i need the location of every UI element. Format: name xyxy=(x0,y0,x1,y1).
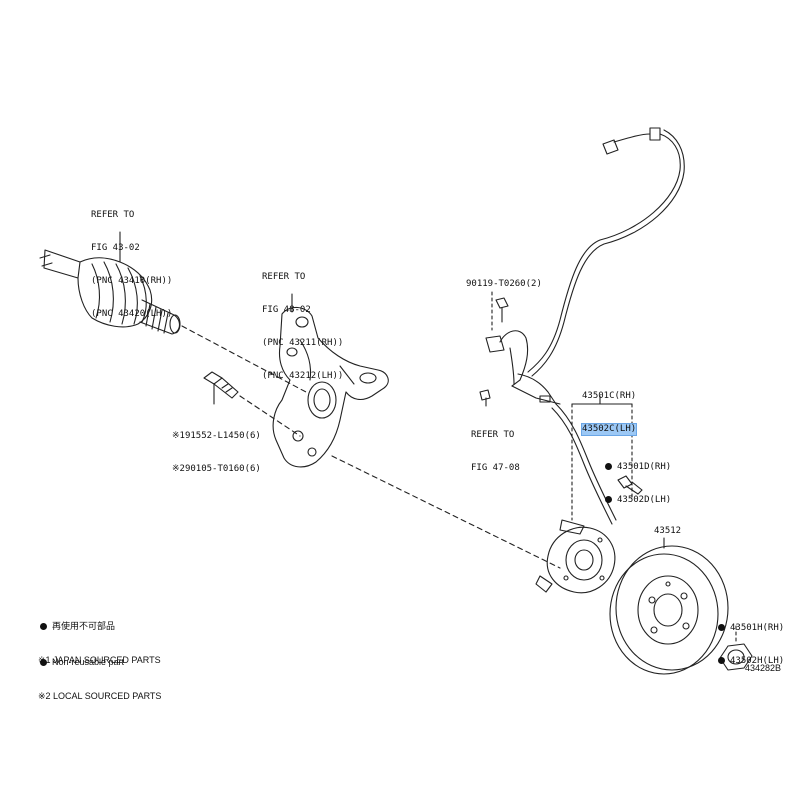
hub-bolt-lh: 43502D(LH) xyxy=(617,495,672,505)
drive-shaft xyxy=(39,249,181,335)
legend: 再使用不可部品 Non-reusable part xyxy=(40,596,124,680)
hub-assy-rh: 43501C(RH) xyxy=(582,391,637,401)
figure-id: 434282B xyxy=(745,663,782,673)
sensor-ref-line1: REFER TO xyxy=(471,430,515,440)
drive-shaft-ref-line3: (PNC 43410(RH)) xyxy=(91,276,173,286)
assembly-lines xyxy=(181,325,561,569)
sensor-ref-label: REFER TO FIG 47-08 xyxy=(471,408,520,485)
hub-nut-label: 43501H(RH) 43502H(LH) xyxy=(718,601,784,678)
bolt-part-2: ※290105-T0160(6) xyxy=(172,464,261,474)
sensor-ref-line2: FIG 47-08 xyxy=(471,463,520,473)
drive-shaft-ref-line4: (PNC 43420(LH)) xyxy=(91,309,173,319)
clip-part-label: 90119-T0260(2) xyxy=(466,279,542,289)
legend-item-ja: 再使用不可部品 xyxy=(52,621,116,631)
knuckle-bolt xyxy=(203,371,239,399)
drive-shaft-ref-label: REFER TO FIG 43-02 (PNC 43410(RH)) (PNC … xyxy=(91,188,172,331)
knuckle-ref-line2: FIG 48-02 xyxy=(262,305,311,315)
note-japan: ※1 JAPAN SOURCED PARTS xyxy=(38,655,161,665)
non-reusable-dot xyxy=(718,657,725,664)
hub-bearing xyxy=(535,519,616,594)
legend-dot xyxy=(40,623,47,630)
legend-dot xyxy=(40,659,47,666)
knuckle-ref-line1: REFER TO xyxy=(262,272,306,282)
hub-bolt-rh: 43501D(RH) xyxy=(617,462,672,472)
brake-disc xyxy=(609,545,729,675)
disc-label: 43512 xyxy=(654,526,682,536)
hub-assy-lh: 43502C(LH) xyxy=(580,423,638,436)
clip-90119 xyxy=(495,297,509,323)
hub-assy-label: 43501C(RH) 43502C(LH) xyxy=(580,369,638,446)
hub-nut-rh: 43501H(RH) xyxy=(730,623,785,633)
hub-bolt xyxy=(617,475,643,495)
drive-shaft-ref-line1: REFER TO xyxy=(91,210,135,220)
legend-item-en: Non-reusable part xyxy=(52,657,125,667)
hub-nut-lh: 43502H(LH) xyxy=(730,656,785,666)
sensor-bolt xyxy=(479,389,491,407)
knuckle-ref-line3: (PNC 43211(RH)) xyxy=(262,338,344,348)
non-reusable-dot xyxy=(605,496,612,503)
non-reusable-dot xyxy=(718,624,725,631)
hub-bolt-label: 43501D(RH) 43502D(LH) xyxy=(605,440,671,517)
steering-knuckle xyxy=(272,306,389,468)
non-reusable-dot xyxy=(605,463,612,470)
bolt-part-1: ※191552-L1450(6) xyxy=(172,431,261,441)
knuckle-ref-line4: (PNC 43212(LH)) xyxy=(262,371,344,381)
bolt-parts-label: ※191552-L1450(6) ※290105-T0160(6) xyxy=(172,409,261,486)
knuckle-ref-label: REFER TO FIG 48-02 (PNC 43211(RH)) (PNC … xyxy=(262,250,343,393)
note-local: ※2 LOCAL SOURCED PARTS xyxy=(38,691,162,701)
source-notes: ※1 JAPAN SOURCED PARTS ※2 LOCAL SOURCED … xyxy=(38,630,161,714)
drive-shaft-ref-line2: FIG 43-02 xyxy=(91,243,140,253)
